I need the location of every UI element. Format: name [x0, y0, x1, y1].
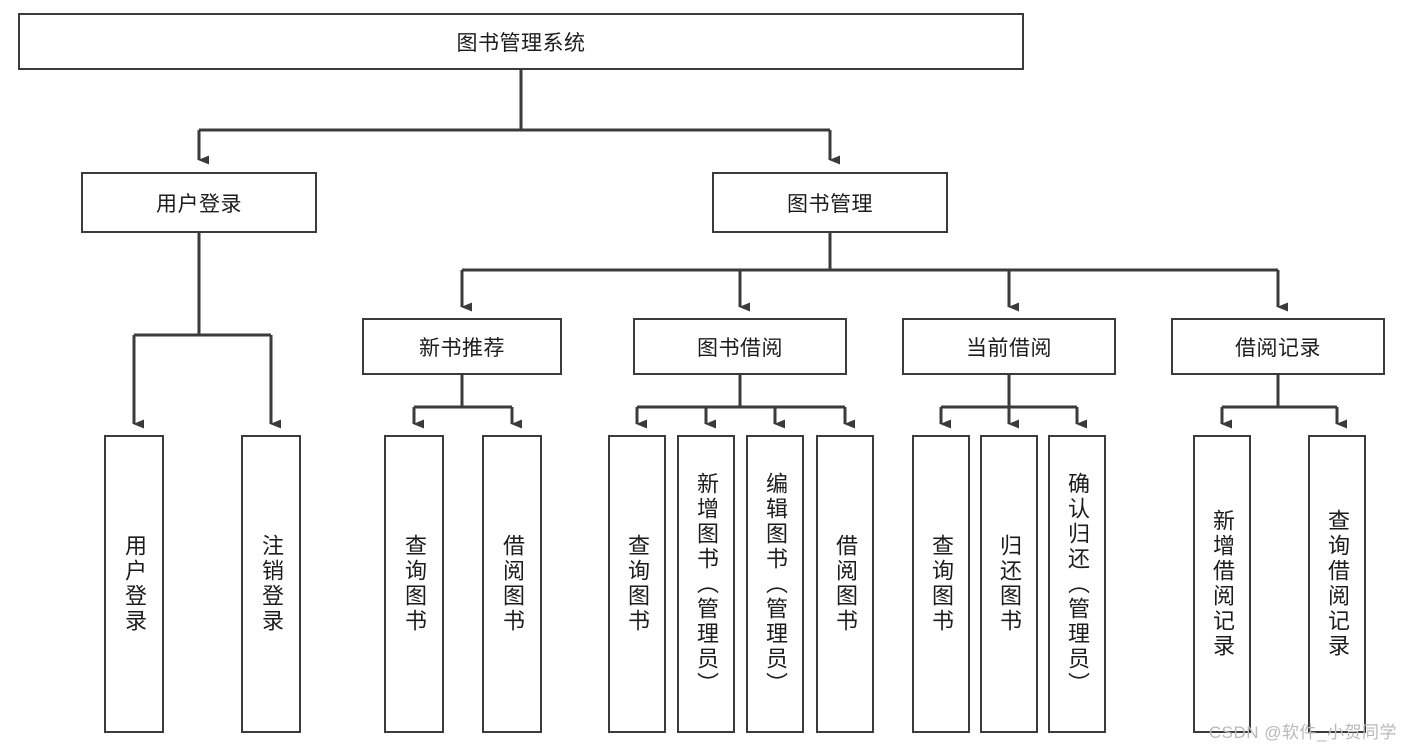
node-label: 图书借阅: [697, 336, 783, 360]
node-label: 查询图书: [402, 534, 427, 634]
leaf-add-borrow-record[interactable]: 新增借阅记录: [1193, 435, 1251, 733]
node-borrow-record[interactable]: 借阅记录: [1171, 318, 1385, 375]
leaf-confirm-return-admin[interactable]: 确认归还（管理员）: [1048, 435, 1106, 733]
node-label: 借阅图书: [833, 534, 858, 634]
node-label: 新书推荐: [419, 336, 505, 360]
leaf-logout[interactable]: 注销登录: [241, 435, 301, 733]
node-label: 借阅记录: [1235, 336, 1321, 360]
leaf-query-borrow-record[interactable]: 查询借阅记录: [1308, 435, 1366, 733]
node-label: 借阅图书: [500, 534, 525, 634]
node-label: 用户登录: [122, 534, 147, 634]
node-current-borrow[interactable]: 当前借阅: [902, 318, 1116, 375]
node-label: 查询借阅记录: [1325, 509, 1350, 659]
node-book-borrow[interactable]: 图书借阅: [633, 318, 847, 375]
leaf-return-book[interactable]: 归还图书: [980, 435, 1038, 733]
node-label: 新增图书（管理员）: [694, 471, 719, 697]
leaf-borrow-query-book[interactable]: 查询图书: [608, 435, 666, 733]
node-book-management[interactable]: 图书管理: [712, 172, 948, 233]
csdn-watermark: CSDN @软件_小贺同学: [1208, 723, 1397, 742]
node-label: 查询图书: [625, 534, 650, 634]
node-label: 编辑图书（管理员）: [763, 471, 788, 697]
node-label: 归还图书: [997, 534, 1022, 634]
leaf-new-book-borrow[interactable]: 借阅图书: [482, 435, 542, 733]
node-user-login[interactable]: 用户登录: [81, 172, 317, 233]
node-label: 用户登录: [156, 192, 242, 216]
node-label: 确认归还（管理员）: [1065, 471, 1090, 697]
leaf-edit-book-admin[interactable]: 编辑图书（管理员）: [746, 435, 804, 733]
leaf-new-book-query[interactable]: 查询图书: [384, 435, 444, 733]
leaf-current-query-book[interactable]: 查询图书: [912, 435, 970, 733]
node-label: 新增借阅记录: [1210, 509, 1235, 659]
node-label: 当前借阅: [966, 336, 1052, 360]
leaf-add-book-admin[interactable]: 新增图书（管理员）: [677, 435, 735, 733]
node-label: 注销登录: [259, 534, 284, 634]
node-new-book-recommend[interactable]: 新书推荐: [362, 318, 562, 375]
node-label: 图书管理: [787, 192, 873, 216]
node-root-book-management-system[interactable]: 图书管理系统: [18, 13, 1024, 70]
node-label: 查询图书: [929, 534, 954, 634]
node-label: 图书管理系统: [456, 31, 586, 55]
leaf-user-login[interactable]: 用户登录: [104, 435, 164, 733]
leaf-borrow-book[interactable]: 借阅图书: [816, 435, 874, 733]
